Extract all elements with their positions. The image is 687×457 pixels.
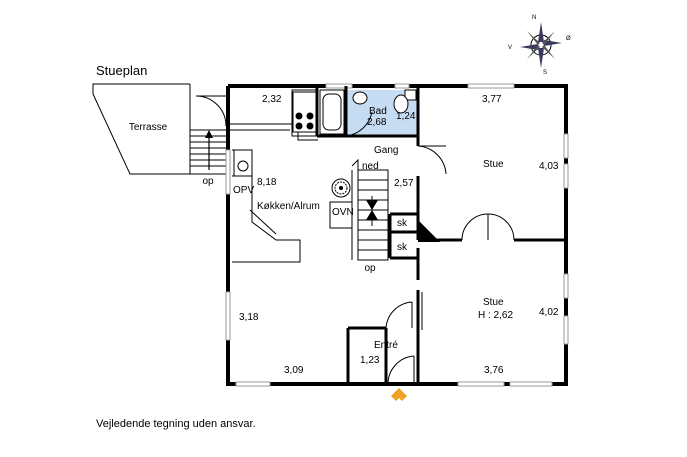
- living2-height: H : 2,62: [478, 310, 514, 321]
- hall-area: 2,57: [394, 178, 414, 189]
- living2-right-dim: 4,02: [539, 307, 559, 318]
- toilet: [393, 89, 417, 114]
- terrace-stair-arrow: [205, 130, 213, 170]
- bath-name: Bad: [369, 106, 387, 117]
- bath-area: 2,68: [367, 117, 387, 128]
- terrace-stair-op: op: [202, 176, 214, 187]
- chimney: [418, 220, 440, 242]
- kitchen-area: 8,18: [257, 177, 277, 188]
- compass-n: N: [532, 15, 537, 21]
- stair-up-label: op: [364, 263, 376, 274]
- outer-walls: [226, 84, 568, 386]
- bath-sink: [352, 91, 368, 105]
- stove: [292, 91, 317, 133]
- living2-name: Stue: [483, 297, 504, 308]
- entry-name: Entré: [374, 340, 398, 351]
- kitchen-sink: [233, 149, 253, 177]
- compass: [520, 22, 562, 68]
- kitchen-top-dim: 2,32: [262, 94, 282, 105]
- left-room-bottom-dim: 3,09: [284, 365, 304, 376]
- entry-area: 1,23: [360, 355, 380, 366]
- bath-small-area: 1,24: [396, 111, 416, 122]
- bath-door-swing: [345, 111, 373, 137]
- closet-2-label: sk: [397, 242, 407, 253]
- fan-icon: [331, 178, 351, 198]
- compass-e: Ø: [566, 36, 571, 42]
- windows: [225, 83, 569, 387]
- living1-top-dim: 3,77: [482, 94, 502, 105]
- stair-direction-marker: [366, 196, 378, 226]
- terrace-door-swing: [195, 95, 227, 127]
- disclaimer: Vejledende tegning uden ansvar.: [96, 418, 256, 430]
- hall-name: Gang: [374, 145, 399, 156]
- plan-title: Stueplan: [96, 63, 148, 78]
- closet-1-label: sk: [397, 218, 407, 229]
- staircase: [351, 158, 389, 261]
- left-room-side-dim: 3,18: [239, 312, 259, 323]
- living1-name: Stue: [483, 159, 504, 170]
- living1-right-dim: 4,03: [539, 161, 559, 172]
- oven-label: OVN: [332, 207, 354, 218]
- door-swings: [385, 145, 515, 385]
- terrace-label: Terrasse: [128, 122, 168, 133]
- compass-s: S: [543, 70, 548, 76]
- compass-v: V: [508, 45, 513, 51]
- kitchen-name: Køkken/Alrum: [257, 201, 320, 212]
- living2-bottom-dim: 3,76: [484, 365, 504, 376]
- bathtub: [319, 89, 345, 135]
- entry-arrow-icon: [391, 388, 407, 401]
- stair-down-label: ned: [362, 161, 379, 172]
- opv-label: OPV: [233, 185, 255, 196]
